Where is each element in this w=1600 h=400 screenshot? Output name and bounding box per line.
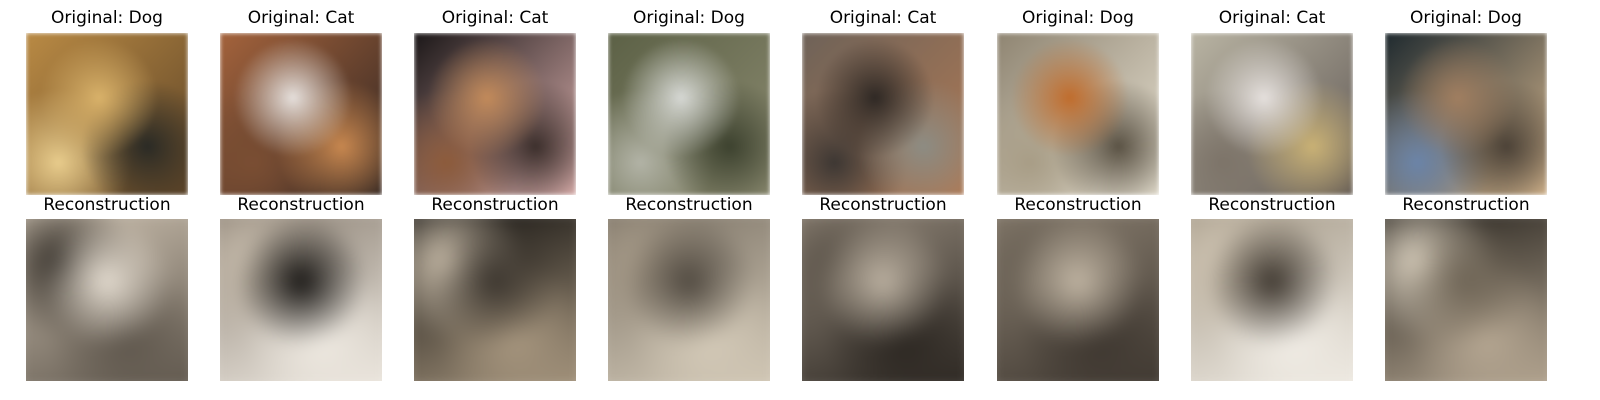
reconstruction-title: Reconstruction [237, 195, 365, 215]
original-title: Original: Dog [51, 8, 163, 28]
reconstruction-title: Reconstruction [1014, 195, 1142, 215]
original-title: Original: Dog [1410, 8, 1522, 28]
original-title: Original: Cat [1218, 8, 1326, 28]
reconstruction-title: Reconstruction [625, 195, 753, 215]
reconstruction-title: Reconstruction [431, 195, 559, 215]
reconstruction-image [26, 219, 188, 381]
original-image [997, 33, 1159, 195]
original-title: Original: Dog [1022, 8, 1134, 28]
reconstruction-image [1191, 219, 1353, 381]
original-image [802, 33, 964, 195]
original-image [1385, 33, 1547, 195]
original-image [220, 33, 382, 195]
original-title: Original: Cat [247, 8, 355, 28]
reconstruction-image [414, 219, 576, 381]
original-title: Original: Dog [633, 8, 745, 28]
original-image [26, 33, 188, 195]
reconstruction-title: Reconstruction [819, 195, 947, 215]
original-image [1191, 33, 1353, 195]
original-image [414, 33, 576, 195]
reconstruction-title: Reconstruction [1402, 195, 1530, 215]
original-title: Original: Cat [829, 8, 937, 28]
reconstruction-image [997, 219, 1159, 381]
reconstruction-image [220, 219, 382, 381]
reconstruction-image [1385, 219, 1547, 381]
reconstruction-title: Reconstruction [43, 195, 171, 215]
original-image [608, 33, 770, 195]
reconstruction-image [608, 219, 770, 381]
reconstruction-title: Reconstruction [1208, 195, 1336, 215]
original-title: Original: Cat [441, 8, 549, 28]
reconstruction-image [802, 219, 964, 381]
